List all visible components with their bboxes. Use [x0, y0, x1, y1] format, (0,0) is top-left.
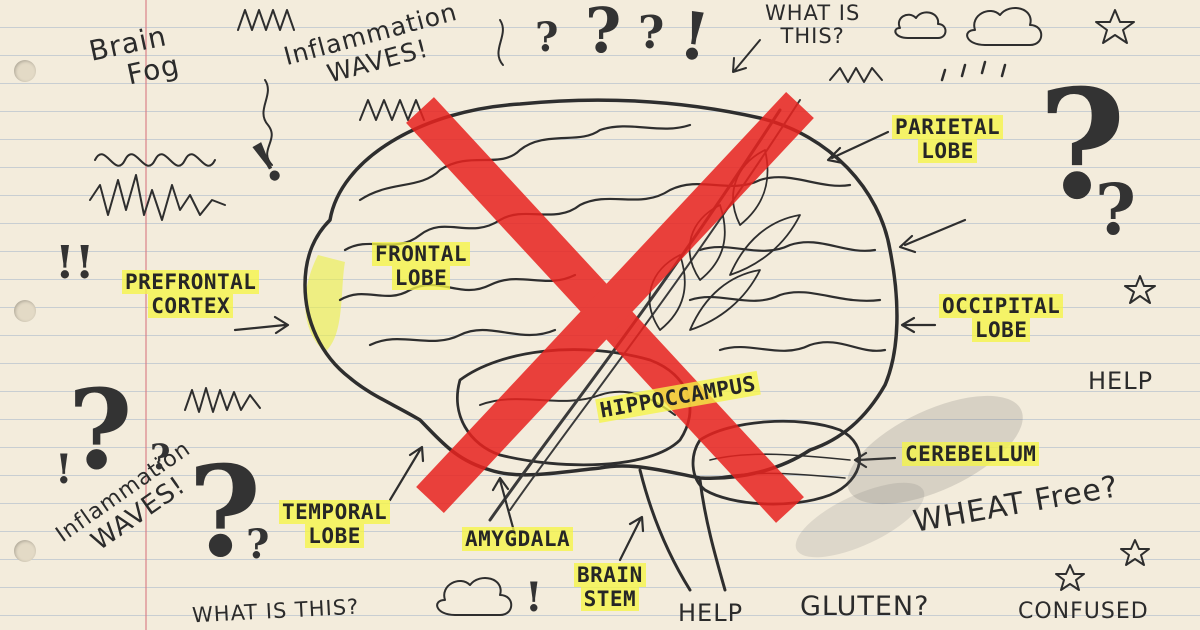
question-mark-icon: ? — [188, 439, 262, 585]
label-prefrontal-cortex: PREFRONTAL CORTEX — [118, 270, 263, 319]
confused-note: CONFUSED — [1018, 599, 1149, 624]
exclamation-icon: !! — [55, 236, 95, 289]
question-mark-icon: ? — [585, 0, 622, 67]
exclamation-icon: ! — [55, 446, 73, 493]
label-frontal-lobe: FRONTAL LOBE — [368, 242, 474, 291]
label-cerebellum: CEREBELLUM — [898, 442, 1043, 466]
help-note-right: HELP — [1088, 367, 1154, 395]
help-note-bottom: HELP — [678, 599, 744, 627]
label-brain-stem: BRAIN STEM — [570, 563, 650, 612]
question-mark-icon: ? — [150, 437, 171, 478]
label-occipital-lobe: OCCIPITAL LOBE — [935, 294, 1067, 343]
notebook-margin-line — [145, 0, 147, 630]
label-amygdala: AMYGDALA — [458, 527, 577, 551]
question-mark-icon: ? — [1095, 168, 1137, 251]
exclamation-icon: ! — [525, 574, 543, 621]
question-mark-icon: ? — [535, 14, 559, 61]
gluten-note: GLUTEN? — [800, 591, 930, 622]
label-parietal-lobe: PARIETAL LOBE — [888, 115, 1007, 164]
question-mark-icon: ? — [1038, 57, 1126, 233]
brain-outline — [303, 98, 899, 480]
red-cross-mark — [406, 92, 814, 523]
question-mark-icon: ? — [68, 365, 133, 494]
label-temporal-lobe: TEMPORAL LOBE — [275, 500, 394, 549]
question-mark-icon: ? — [246, 521, 270, 568]
question-mark-icon: ? — [638, 6, 665, 59]
